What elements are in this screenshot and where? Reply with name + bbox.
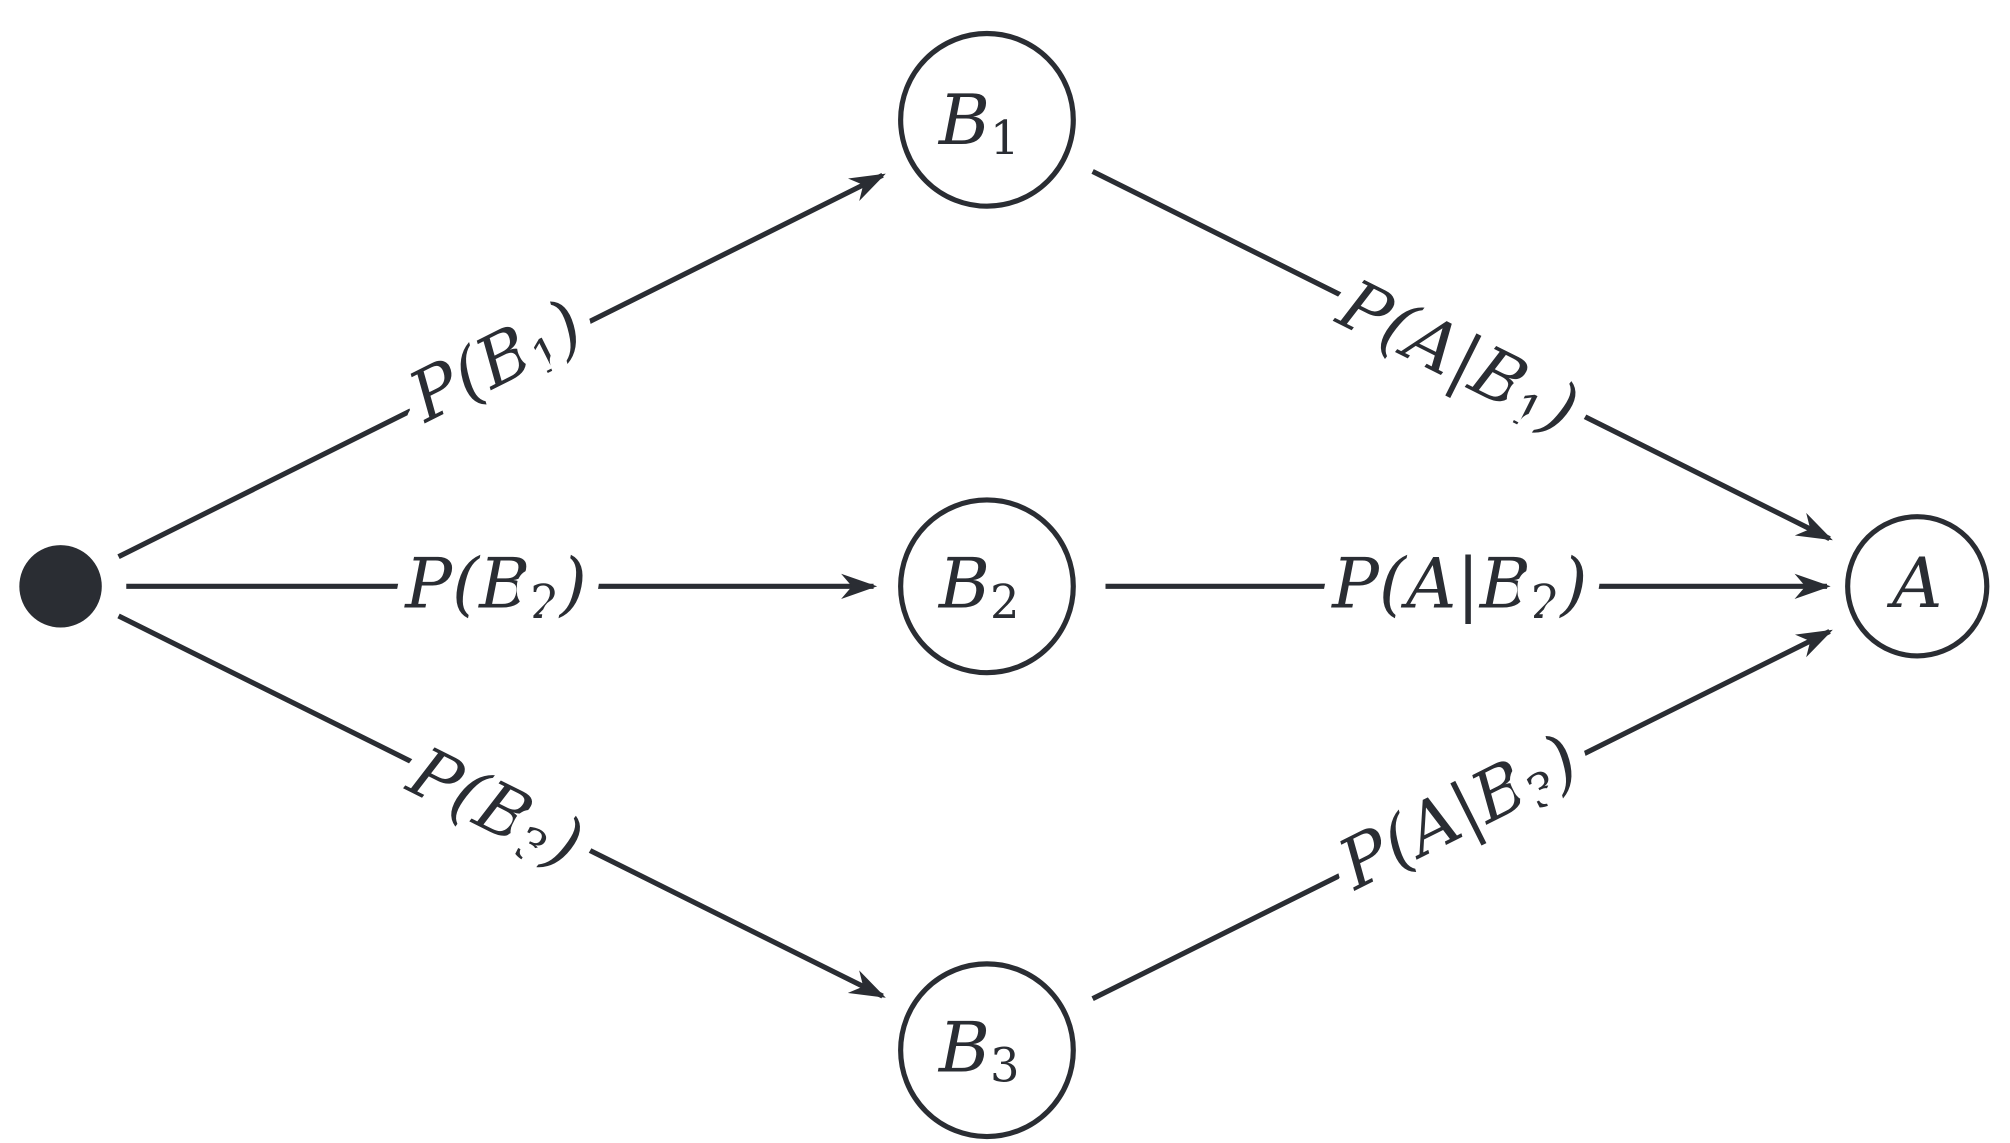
svg-text:B2: B2 xyxy=(937,543,1020,629)
node-a: A xyxy=(1845,514,1990,659)
edge-start-b3 xyxy=(117,613,886,999)
node-b3: B3 xyxy=(898,961,1076,1140)
edge-label-b2-a: P(A|B2) xyxy=(1330,543,1587,629)
edge-label-start-b2: P(B2) xyxy=(403,543,587,629)
start-node xyxy=(19,545,102,628)
edge-label-start-b3: P(B3) xyxy=(393,730,596,889)
edge-label-start-b1: P(B1) xyxy=(395,284,598,443)
node-b1: B1 xyxy=(898,30,1076,209)
edge-b3-a xyxy=(1091,629,1833,1001)
edge-b1-a xyxy=(1091,169,1833,541)
edge-start-b1 xyxy=(117,172,886,559)
node-b2: B2 xyxy=(898,497,1076,676)
svg-text:B3: B3 xyxy=(937,1007,1020,1093)
edge-label-b3-a: P(A|B3) xyxy=(1324,718,1592,910)
svg-text:B1: B1 xyxy=(937,79,1020,165)
svg-text:A: A xyxy=(1886,543,1942,624)
edge-label-b1-a: P(A|B1) xyxy=(1322,263,1590,455)
